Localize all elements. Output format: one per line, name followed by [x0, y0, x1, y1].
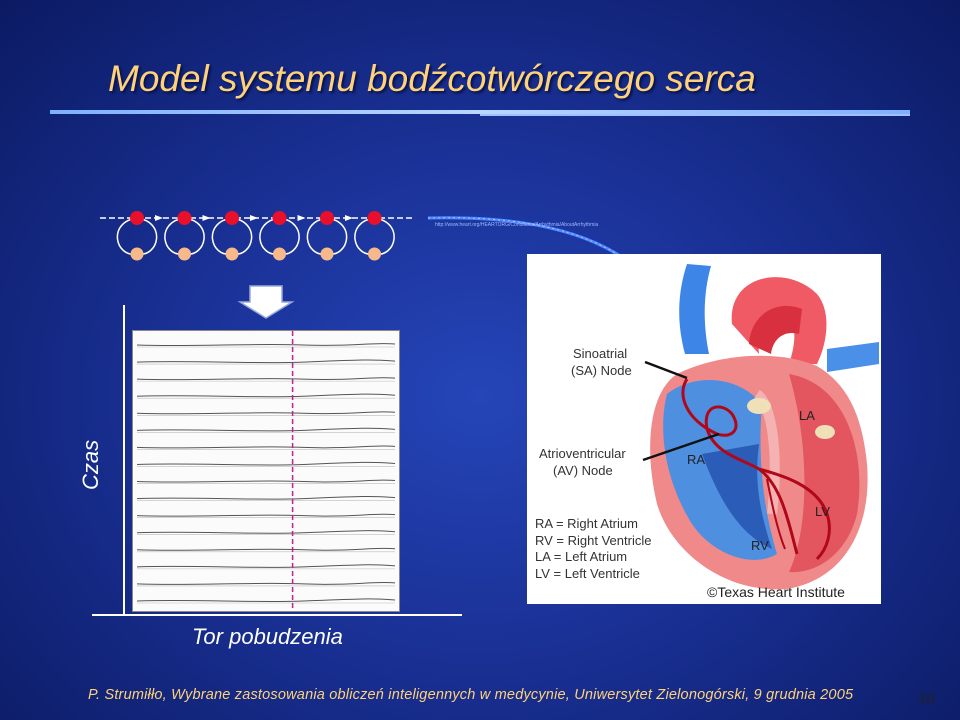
- excitation-trace: [136, 359, 396, 364]
- la-label: LA: [799, 408, 815, 423]
- time-axis-label: Czas: [78, 439, 103, 490]
- excitation-trace: [136, 445, 396, 449]
- excitation-trace: [136, 598, 396, 603]
- excitation-trace: [136, 513, 396, 517]
- excitation-trace: [136, 581, 396, 586]
- oscillator-node-peach: [273, 247, 286, 261]
- rv-label: RV: [751, 538, 769, 553]
- oscillator-node-red: [130, 211, 144, 225]
- excitation-trace: [136, 547, 396, 551]
- excitation-trace: [136, 393, 396, 398]
- excitation-trace: [136, 343, 396, 347]
- excitation-trace: [136, 427, 396, 432]
- oscillator-node-red: [367, 211, 382, 225]
- excitation-trace: [136, 496, 396, 500]
- coupling-arrow-icon: [345, 215, 353, 221]
- oscillator-node-red: [177, 211, 192, 225]
- excitation-trace: [136, 479, 396, 483]
- legend-item: RA = Right Atrium: [535, 516, 638, 531]
- oscillator-node-peach: [178, 247, 191, 261]
- oscillator-node-peach: [225, 247, 239, 261]
- coupling-arrow-icon: [202, 215, 211, 221]
- slide-footer: P. Strumiłło, Wybrane zastosowania oblic…: [88, 687, 854, 703]
- copyright-note: ©Texas Heart Institute: [707, 584, 845, 600]
- coupling-arrow-icon: [250, 215, 258, 221]
- heart-diagram: Sinoatrial (SA) Node Atrioventricular (A…: [527, 254, 881, 604]
- legend-item: LA = Left Atrium: [535, 549, 628, 564]
- title-underline-accent: [480, 114, 910, 116]
- coupling-arrow-icon: [297, 215, 306, 221]
- time-axis: [123, 305, 125, 615]
- oscillator-node-red: [320, 211, 334, 225]
- av-node-label: Atrioventricular: [539, 446, 626, 461]
- title-underline: [50, 110, 910, 114]
- excitation-trace: [136, 411, 396, 415]
- oscillator-node-peach: [320, 247, 334, 261]
- coupling-arrow-icon: [155, 215, 163, 221]
- excitation-trace: [136, 377, 396, 381]
- oscillator-chain: [100, 211, 414, 261]
- oscillator-node-peach: [368, 247, 381, 261]
- lv-label: LV: [815, 504, 830, 519]
- oscillator-chain-group: [100, 211, 414, 261]
- legend-item: RV = Right Ventricle: [535, 532, 652, 548]
- excitation-traces-panel: [132, 330, 400, 612]
- connector-caption: http://www.heart.org/HEARTORG/Conditions…: [435, 222, 599, 228]
- av-node-label-2: (AV) Node: [553, 463, 613, 478]
- oscillator-node-red: [272, 211, 287, 225]
- pathway-axis: [92, 614, 462, 616]
- page-number: 10: [918, 690, 935, 707]
- sa-node-label-2: (SA) Node: [571, 363, 632, 378]
- heart-legend: RA = Right Atrium RV = Right Ventricle L…: [535, 516, 651, 582]
- excitation-trace: [136, 530, 396, 534]
- legend-item: LV = Left Ventricle: [535, 565, 640, 581]
- sa-node-label: Sinoatrial: [573, 346, 628, 361]
- excitation-trace: [136, 461, 396, 466]
- oscillator-node-peach: [130, 247, 144, 261]
- oscillator-node-red: [225, 211, 239, 225]
- excitation-trace: [136, 564, 396, 568]
- slide-title: Model systemu bodźcotwórczego serca: [108, 58, 756, 99]
- heart-illustration: [642, 264, 879, 590]
- ra-label: RA: [687, 452, 706, 467]
- pathway-axis-label: Tor pobudzenia: [192, 624, 343, 649]
- down-arrow-icon: [237, 285, 295, 319]
- excitation-traces: [136, 331, 396, 611]
